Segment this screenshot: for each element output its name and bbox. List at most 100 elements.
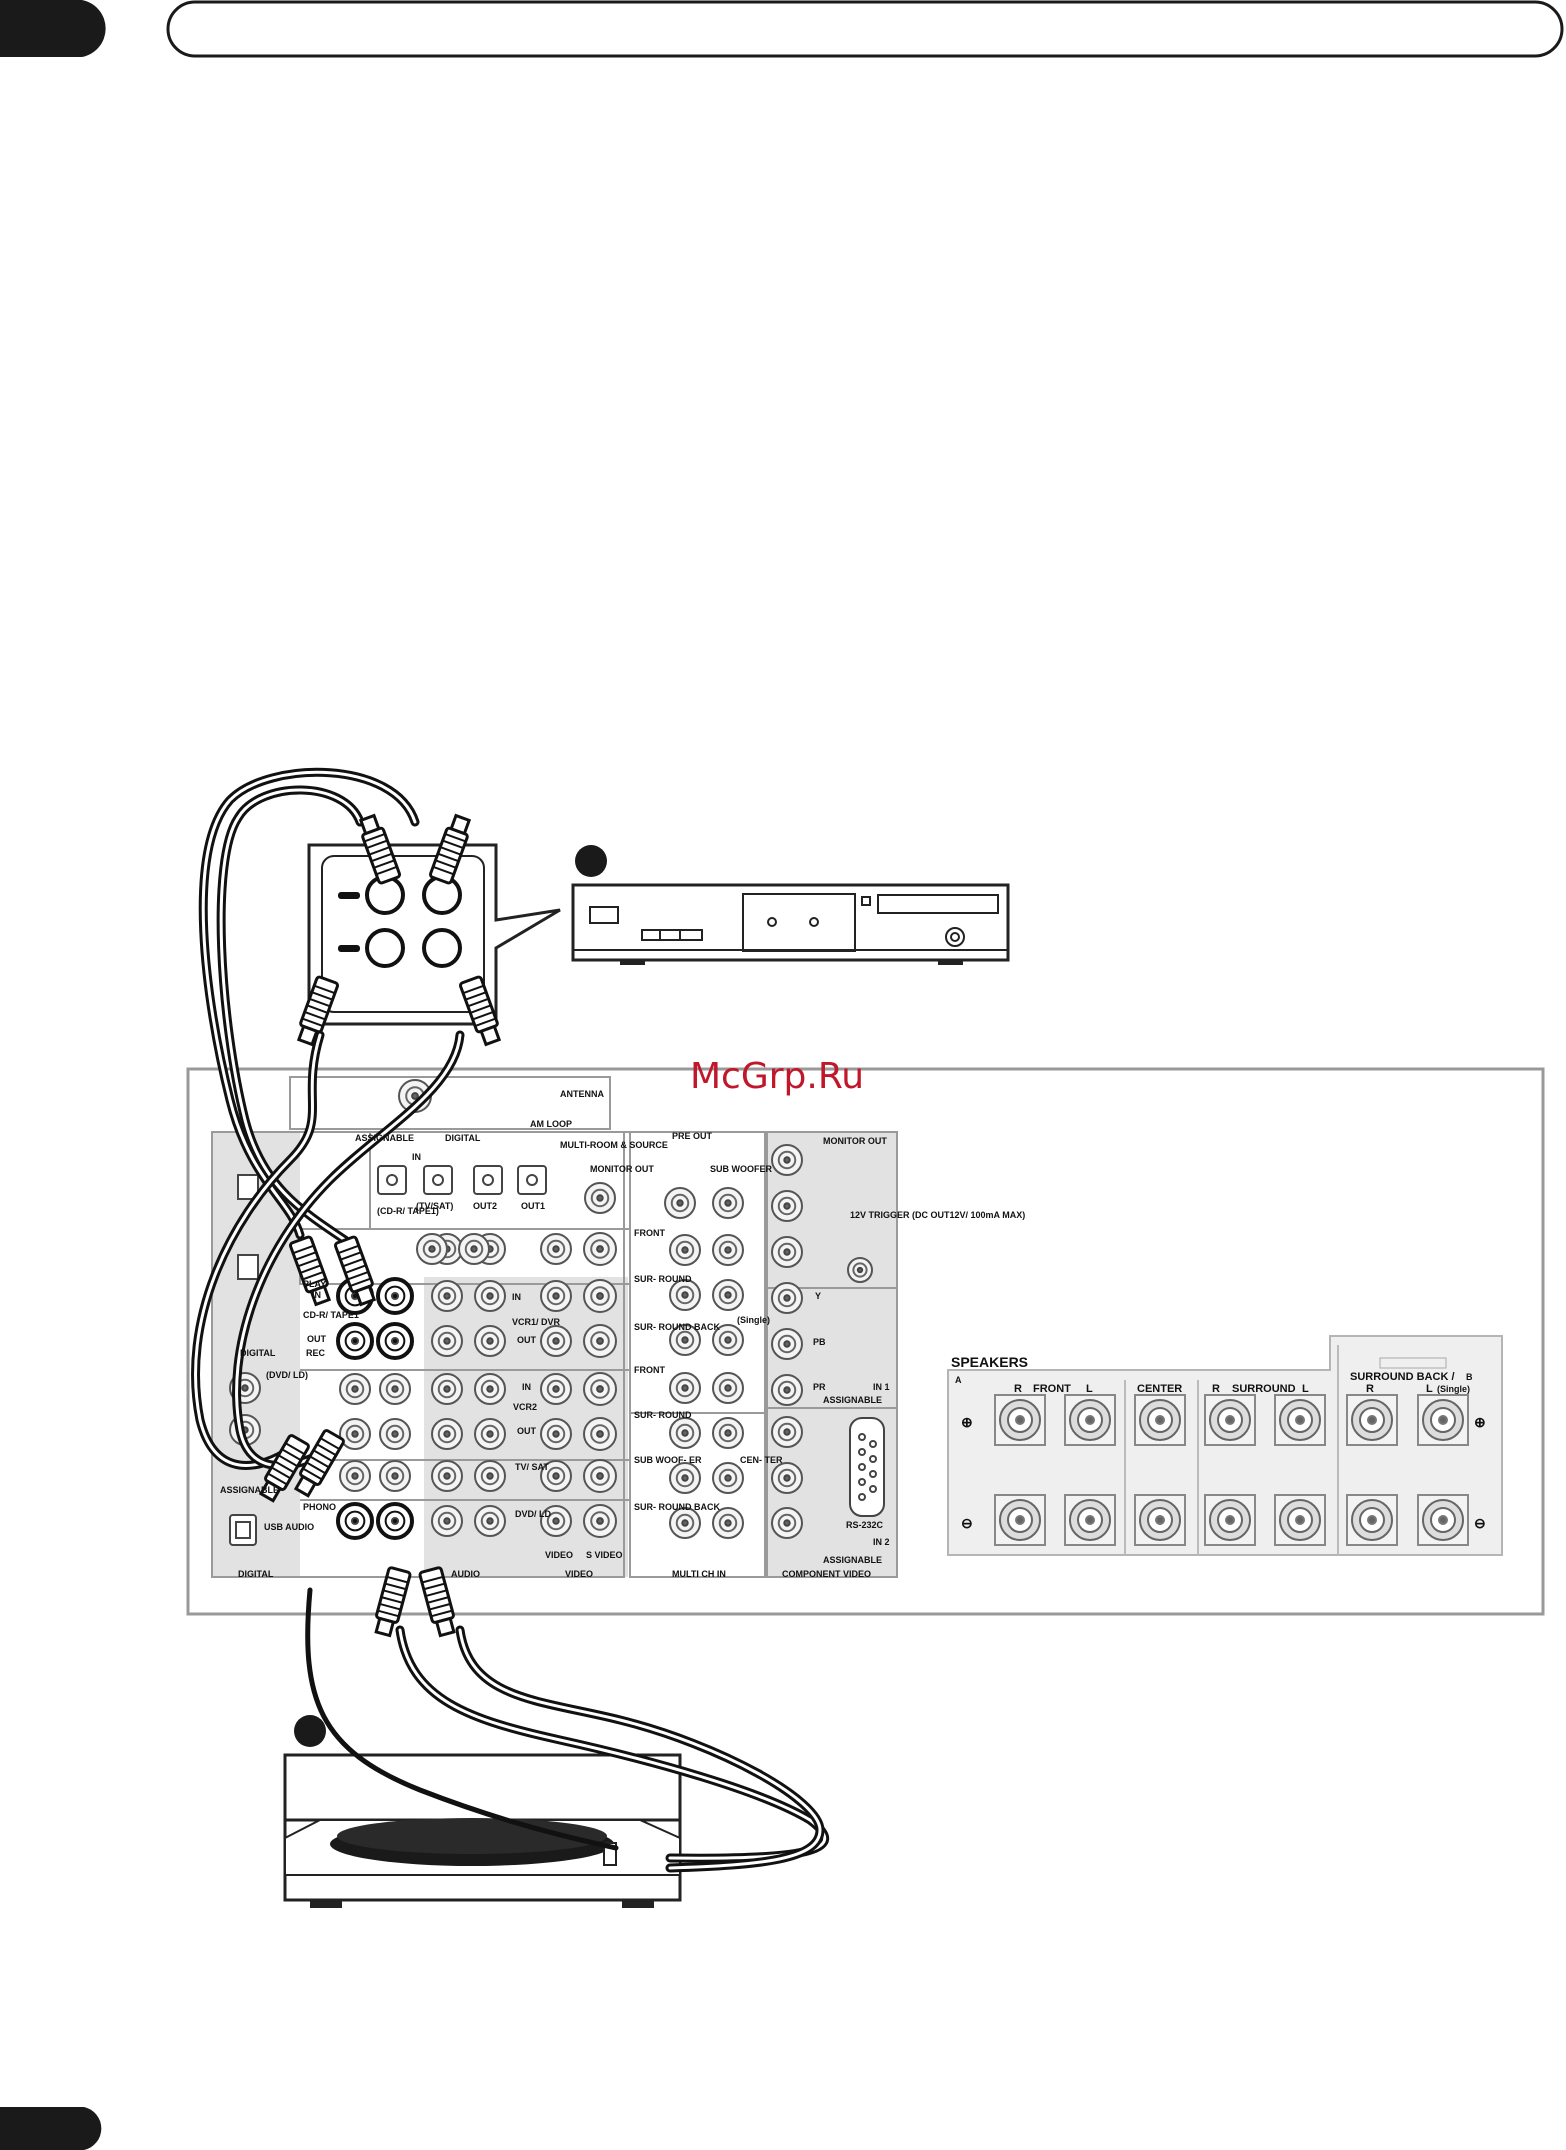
center-in-label: CEN- TER [740, 1455, 783, 1465]
plus-left-label: ⊕ [961, 1414, 973, 1430]
optical-port [377, 1165, 407, 1195]
tv-sat-in-label: (TV/SAT) [416, 1201, 453, 1211]
speaker-terminal [1346, 1394, 1398, 1446]
speaker-terminal [1346, 1494, 1398, 1546]
rca-jack [431, 1505, 463, 1537]
rca-jack [712, 1324, 744, 1356]
rca-jack [771, 1282, 803, 1314]
optical-port [473, 1165, 503, 1195]
cd-r-tape1-label: CD-R/ TAPE1 [303, 1310, 359, 1320]
rec-label: REC [306, 1348, 326, 1358]
speaker-terminal [1274, 1394, 1326, 1446]
speaker-labels: SPEAKERS A R FRONT L CENTER R SURROUND L… [951, 1354, 1486, 1531]
component-video-label: COMPONENT VIDEO [782, 1569, 871, 1579]
vcr1-dvr-label: VCR1/ DVR [512, 1317, 561, 1327]
rca-jack [339, 1373, 371, 1405]
in-label: IN [312, 1290, 321, 1300]
rs232c-port [849, 1417, 885, 1517]
rca-jack [431, 1460, 463, 1492]
rca-jack [669, 1417, 701, 1449]
rca-jack [474, 1505, 506, 1537]
sb-l-label: L [1426, 1383, 1433, 1395]
speaker-terminal [1204, 1394, 1256, 1446]
rca-jack [474, 1460, 506, 1492]
rca-jack [712, 1187, 744, 1219]
trigger-label: 12V TRIGGER (DC OUT12V/ 100mA MAX) [850, 1210, 1025, 1220]
antenna-label: ANTENNA [560, 1089, 604, 1099]
surround-spk-label: SURROUND [1232, 1383, 1296, 1395]
rca-jack [474, 1280, 506, 1312]
receiver-labels: ANTENNA AM LOOP ASSIGNABLE DIGITAL IN (C… [220, 1089, 1025, 1579]
rca-plug [459, 975, 502, 1047]
assignable-left-label: ASSIGNABLE [220, 1485, 279, 1495]
rca-plug [429, 813, 472, 885]
rca-jack [336, 1502, 374, 1540]
front-in-label: FRONT [634, 1365, 665, 1375]
rca-jack [431, 1280, 463, 1312]
speaker-terminal [1204, 1494, 1256, 1546]
rca-plug [374, 1566, 412, 1638]
speaker-terminal [1417, 1494, 1469, 1546]
monitor-out-comp-label: MONITOR OUT [823, 1136, 887, 1146]
rca-jack [431, 1418, 463, 1450]
digital-label: DIGITAL [445, 1133, 481, 1143]
rca-jack [771, 1144, 803, 1176]
cd-r-tape1-in-label: (CD-R/ TAPE1) [377, 1206, 439, 1216]
usb-audio-label: USB AUDIO [264, 1522, 314, 1532]
speaker-terminal [1417, 1394, 1469, 1446]
rca-plug [296, 975, 339, 1047]
speaker-terminal [994, 1494, 1046, 1546]
rca-jack [376, 1502, 414, 1540]
rca-jack [540, 1325, 572, 1357]
digital-in-label: IN [412, 1152, 421, 1162]
rca-jack [376, 1277, 414, 1315]
speakers-b-label: B [1466, 1372, 1473, 1382]
s-video-label: S VIDEO [586, 1550, 623, 1560]
minus-left-label: ⊖ [961, 1515, 973, 1531]
rca-jack [583, 1232, 617, 1266]
rca-jack [540, 1505, 572, 1537]
rca-jack [474, 1325, 506, 1357]
rca-jack [583, 1504, 617, 1538]
header-bar [166, 0, 1564, 58]
coax-port [237, 1254, 259, 1280]
rca-jack [771, 1328, 803, 1360]
surround-r-label: R [1212, 1383, 1220, 1395]
tv-sat-label: TV/ SAT [515, 1462, 549, 1472]
rca-cables [191, 767, 830, 1873]
speaker-terminal [1064, 1494, 1116, 1546]
minus-right-label: ⊖ [1474, 1515, 1486, 1531]
front-l-label: L [1086, 1383, 1093, 1395]
rca-jack [712, 1417, 744, 1449]
rca-jack [712, 1234, 744, 1266]
rca-plug [334, 1235, 377, 1307]
receiver-sections [211, 1076, 898, 1578]
surround-back-label: SUR- ROUND BACK [634, 1322, 720, 1332]
pre-out-label: PRE OUT [672, 1131, 713, 1141]
chapter-tab [0, 0, 106, 57]
speaker-terminal [994, 1394, 1046, 1446]
rca-plug [258, 1434, 310, 1503]
rca-plug [358, 813, 401, 885]
rca-jack [712, 1462, 744, 1494]
rca-jack [771, 1507, 803, 1539]
rca-jack [339, 1418, 371, 1450]
out1-label: OUT1 [521, 1201, 545, 1211]
rca-jack [540, 1373, 572, 1405]
rca-jack [669, 1507, 701, 1539]
rca-jack [771, 1190, 803, 1222]
rca-jack [583, 1372, 617, 1406]
multiroom-source-label: MULTI-ROOM & SOURCE [560, 1140, 668, 1150]
digital-left-label: DIGITAL [240, 1348, 276, 1358]
rca-jack [669, 1324, 701, 1356]
plus-right-label: ⊕ [1474, 1414, 1486, 1430]
dvd-ld-digital-label: (DVD/ LD) [266, 1370, 308, 1380]
in1-label: IN 1 [873, 1382, 890, 1392]
single-label: (Single) [737, 1315, 770, 1325]
surround-in-label: SUR- ROUND [634, 1410, 692, 1420]
sub-woofer-in-label: SUB WOOF- ER [634, 1455, 702, 1465]
step-marker-a [575, 845, 607, 877]
assignable-digital-label: ASSIGNABLE [355, 1133, 414, 1143]
page-header [0, 0, 1564, 58]
y-label: Y [815, 1291, 821, 1301]
